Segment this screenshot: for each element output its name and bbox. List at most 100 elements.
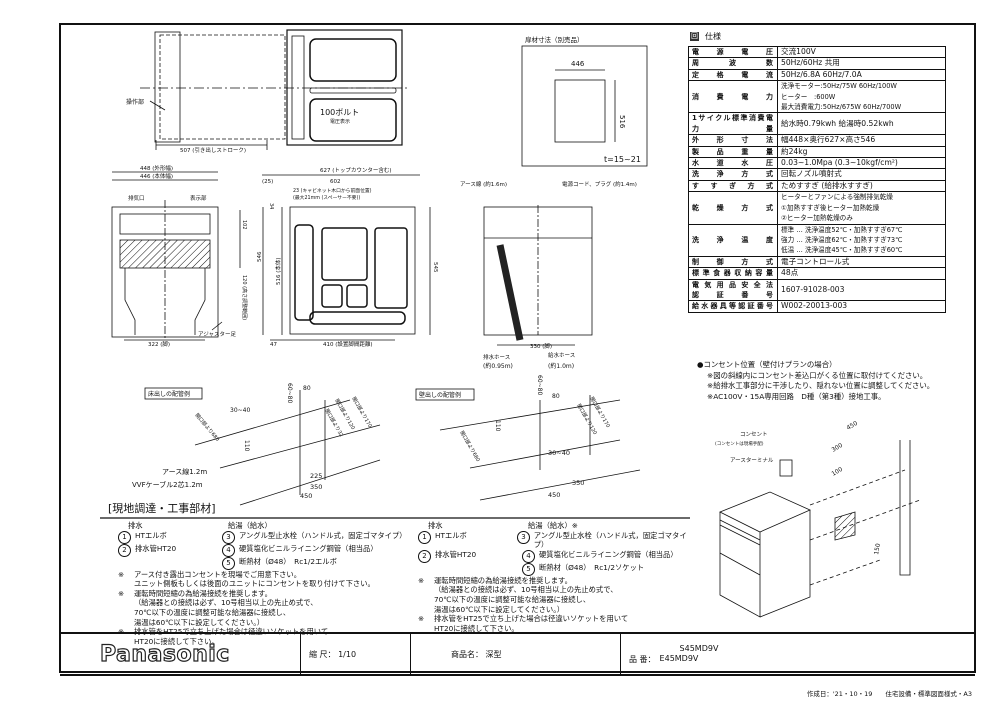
dim: 60~80: [286, 383, 293, 403]
spec-key: 製品重量: [688, 145, 778, 159]
display-label: 表示部: [190, 194, 207, 202]
item-number: 2: [418, 549, 431, 563]
earth-wire-note: アース線1.2m: [162, 467, 207, 476]
spec-value: ためすすぎ (給排水すすぎ): [777, 179, 946, 193]
spec-key: 電気用品安全法 認証番号: [688, 278, 778, 302]
spec-row: 1サイクル標準消費電力量給水時0.79kwh 給湯時0.52kwh: [688, 112, 946, 136]
model-cell: 品 番： S45MD9V E45MD9V: [621, 634, 975, 674]
item-number: 5: [522, 562, 535, 576]
note-mark: ※: [118, 569, 125, 579]
panasonic-logo: Panasonic: [99, 641, 230, 667]
material-item: アングル型止水栓（ハンドル式，固定ゴマタイプ）: [239, 530, 407, 540]
spec-key: 標準食器収納容量: [688, 267, 778, 280]
note-23b: (最大21mm (スペーサー不要)): [293, 194, 360, 201]
dim: 80: [303, 385, 311, 392]
vvf-cable-note: VVFケーブル2芯1.2m: [132, 480, 203, 489]
back-view: アース線 (約1.6m) 電源コード、プラグ (約1.4m) 330 (脚) 排…: [460, 180, 637, 370]
dim-102: 102: [241, 220, 247, 230]
spec-value: 48点: [777, 267, 946, 280]
control-panel-label: 操作部: [126, 98, 144, 106]
dim: 110: [494, 420, 501, 432]
spec-row: 洗浄方式回転ノズル噴射式: [688, 168, 946, 181]
panel-dims-title: 扉材寸法（別売品）: [525, 35, 584, 44]
dim-25: (25): [262, 179, 273, 185]
dim-546: 546: [257, 251, 263, 262]
model-number: E45MD9V: [659, 654, 699, 663]
dim: 30~40: [230, 407, 250, 414]
spec-key: 定格電流: [688, 68, 778, 82]
material-item: アングル型止水栓（ハンドル式，固定ゴマタイプ）: [533, 530, 687, 550]
material-item: 排水管HT20: [435, 549, 477, 559]
material-item: HTエルボ: [135, 530, 167, 540]
spec-key: 1サイクル標準消費電力量: [688, 112, 778, 136]
dim: 450: [300, 492, 312, 500]
note-mark: ※: [118, 627, 125, 637]
spec-value: 約24kg: [777, 145, 946, 159]
material-note: 運転時間短縮の為給湯接続を推奨します。 （給湯器との接続は必ず、10号相当以上の…: [134, 588, 318, 627]
dim: 80: [552, 393, 560, 400]
spec-value-line: ヒーター :600W: [781, 92, 836, 101]
spec-key: 外形寸法: [688, 134, 778, 147]
material-item: 断熱材（Ø48） Rc1/2ソケット: [539, 562, 645, 572]
material-note: 排水管をHT25で立ち上げた場合は径違いソケットを用いて HT20に接続して下さ…: [434, 614, 629, 633]
spec-value: 0.03~1.0Mpa (0.3~10kgf/cm²): [777, 157, 946, 170]
spec-key: 給水器具等認証番号: [688, 300, 778, 313]
dim-410: 410 (設置脚間距離): [323, 340, 373, 348]
footer-date: 作成日：'21・10・19 住宅設備・標準図面様式・A3: [806, 690, 972, 698]
product-name-cell: 商品名： 深型: [411, 634, 621, 674]
item-number: 1: [418, 530, 431, 544]
dim: 100: [831, 466, 845, 478]
dim: 300: [831, 442, 845, 454]
dim: 150: [873, 543, 882, 556]
model-number: S45MD9V: [679, 644, 719, 653]
earth-terminal-label: アースターミナル: [730, 456, 774, 464]
item-number: 4: [222, 543, 235, 557]
spec-header: 回 仕様: [690, 31, 721, 42]
spec-value: 給水時0.79kwh 給湯時0.52kwh: [777, 112, 946, 136]
spec-value: 電子コントロール式: [777, 255, 946, 269]
outlet-position-title: ●コンセント位置（壁付けプランの場合）: [697, 360, 837, 369]
spec-value-line: 強力 … 洗浄温度62℃・加熱すすぎ73℃: [781, 235, 903, 244]
title-block: Panasonic 縮 尺： 1/10 商品名： 深型 品 番： S45MD9V…: [60, 632, 975, 676]
item-number: 5: [222, 556, 235, 570]
product-name: 商品名： 深型: [451, 649, 502, 659]
dim: 450: [548, 491, 560, 499]
drain-heading: 排水: [128, 521, 143, 530]
dim-body-width: 446 (本体幅): [140, 172, 173, 180]
dim-330: 330 (脚): [530, 342, 552, 350]
spec-row: 外形寸法幅448×奥行627×高さ546: [688, 134, 946, 147]
spec-key: 消費電力: [688, 80, 778, 114]
spec-value-line: ②ヒーター加熱乾燥のみ: [781, 214, 853, 223]
spec-key: 洗浄温度: [688, 223, 778, 257]
outlet-label: コンセント: [740, 431, 768, 438]
dim: 450: [846, 420, 860, 432]
material-note: アース付き露出コンセントを現場でご用意下さい。 ユニット側板もしくは後面のユニッ…: [134, 569, 375, 589]
spec-value-line: 標準 … 洗浄温度52℃・加熱すすぎ67℃: [781, 225, 903, 234]
spec-key: 周波数: [688, 57, 778, 70]
scale-cell: 縮 尺： 1/10: [301, 634, 411, 674]
spec-key: 洗浄方式: [688, 168, 778, 181]
dim: 開口部より680: [458, 430, 481, 463]
materials-title: [現地調達・工事部材]: [108, 502, 216, 515]
spec-value-line: ヒーターとファンによる強制排気乾燥: [781, 193, 893, 202]
spec-value-line: ①加熱すすぎ後ヒーター加熱乾燥: [781, 203, 880, 212]
outlet-position-diagram: コンセント (コンセントは現場手配) アースターミナル 450 300 100 …: [715, 420, 921, 618]
floor-piping-title: 床出しの配管例: [148, 390, 190, 398]
logo-cell: Panasonic: [60, 634, 301, 674]
dim-120: 120 (高さ調整範囲): [241, 275, 248, 320]
model-label: 品 番：: [629, 654, 656, 664]
note-mark: ※: [418, 614, 425, 624]
material-note: 運転時間短縮の為給湯接続を推奨します。 （給湯器との接続は必ず、10号相当以上の…: [434, 575, 618, 614]
spec-value-line: W002-20013-003: [781, 301, 848, 311]
dim: 60~80: [536, 375, 543, 395]
panel-height: 516: [618, 115, 626, 129]
wall-piping-diagram: 壁出しの配管例 60~80 80 110 30~40 350 450 開口部より…: [415, 375, 641, 501]
